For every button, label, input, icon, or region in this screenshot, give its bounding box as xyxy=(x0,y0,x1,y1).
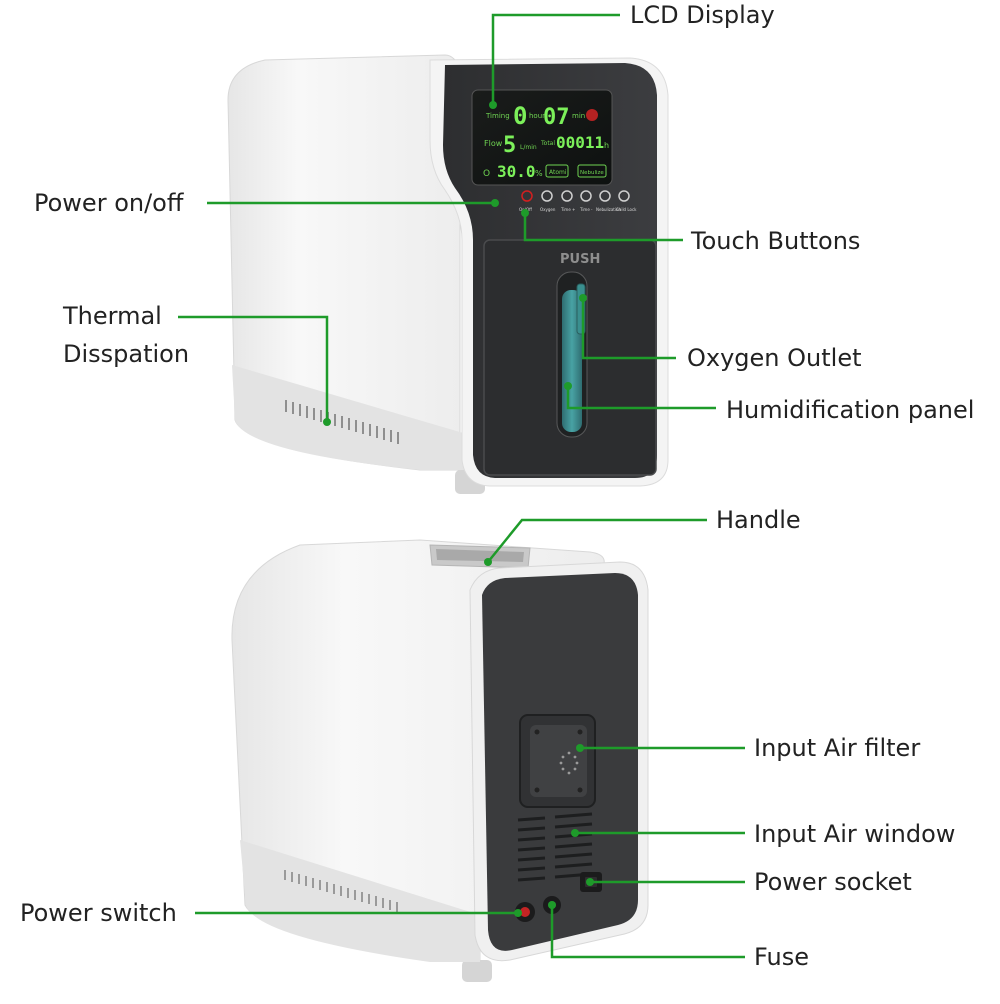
filter-perforation-icon xyxy=(559,751,579,775)
leader-oxygen-outlet xyxy=(581,298,676,360)
lcd-flow-value: 5 xyxy=(503,133,516,158)
label-oxygen-outlet: Oxygen Outlet xyxy=(687,344,862,372)
lcd-flow-label: Flow xyxy=(484,139,503,148)
clock-minus-icon xyxy=(580,190,592,202)
anchor-dot xyxy=(576,744,584,752)
lcd-mode-b: Nebulize xyxy=(580,170,604,176)
input-air-window xyxy=(517,812,593,882)
lcd-min-label: min xyxy=(572,112,585,120)
anchor-dot xyxy=(579,294,587,302)
touch-button-label: Oxygen xyxy=(540,207,556,212)
label-lcd-display: LCD Display xyxy=(630,1,775,29)
touch-button-time-minus[interactable]: Time - xyxy=(579,190,593,212)
lcd-hour-label: hour xyxy=(529,112,545,120)
leader-thermal-dissipation xyxy=(178,315,329,422)
lcd-mode-b-box xyxy=(577,164,607,178)
anchor-dot xyxy=(548,901,556,909)
anchor-dot xyxy=(514,909,522,917)
lcd-mode-a-box xyxy=(545,164,569,178)
touch-button-label: Time - xyxy=(579,207,593,212)
leader-touch-buttons xyxy=(523,213,683,242)
touch-button-oxygen[interactable]: Oxygen xyxy=(540,190,556,212)
rear-vents xyxy=(284,870,398,912)
rear-view-unit xyxy=(231,539,649,982)
lcd-flow-unit: L/min xyxy=(520,144,537,151)
lcd-total-value: 00011 xyxy=(556,133,604,152)
label-thermal-line-1: Thermal xyxy=(63,302,162,330)
label-input-air-window: Input Air window xyxy=(754,820,956,848)
filter-screw-icon xyxy=(577,787,583,793)
lcd-timing-label: Timing xyxy=(485,112,510,120)
filter-screw-icon xyxy=(534,729,540,735)
nebulizer-icon xyxy=(599,190,611,202)
anchor-dot xyxy=(521,209,529,217)
leader-handle xyxy=(487,518,707,563)
lcd-purity-value: 30.0 xyxy=(497,162,536,181)
front-view-unit: Timing 0 hour 07 min Flow 5 L/min Total … xyxy=(227,54,669,494)
lcd-alarm-indicator xyxy=(586,109,598,121)
touch-button-label: Child Lock xyxy=(616,207,637,212)
label-power-socket: Power socket xyxy=(754,868,912,896)
push-label: PUSH xyxy=(560,252,600,267)
filter-screw-icon xyxy=(534,787,540,793)
anchor-dot xyxy=(586,878,594,886)
callout-anchor-dots xyxy=(323,101,594,917)
clock-plus-icon xyxy=(561,190,573,202)
power-switch-indicator xyxy=(520,907,530,917)
front-unit-base-band xyxy=(232,365,470,470)
leader-fuse xyxy=(550,905,745,959)
lcd-timing-hours: 0 xyxy=(513,102,527,130)
anchor-dot xyxy=(489,101,497,109)
label-fuse: Fuse xyxy=(754,943,809,971)
touch-button-nebulization[interactable]: Nebulization xyxy=(596,190,621,212)
anchor-dot xyxy=(484,558,492,566)
lcd-timing-minutes: 07 xyxy=(543,105,570,130)
label-power-switch: Power switch xyxy=(20,899,177,927)
callout-leader-lines xyxy=(178,13,745,959)
rear-foot-right xyxy=(462,960,492,982)
touch-button-label: Nebulization xyxy=(596,207,621,212)
leader-lcd-display xyxy=(491,13,620,105)
label-power-on-off: Power on/off xyxy=(34,189,184,217)
lcd-total-unit: h xyxy=(604,141,609,150)
touch-button-child-lock[interactable]: Child Lock xyxy=(616,190,637,212)
label-touch-buttons: Touch Buttons xyxy=(691,227,861,255)
label-thermal-line-2: Disspation xyxy=(63,340,190,368)
oxygen-icon xyxy=(541,190,553,202)
touch-button-label: Time + xyxy=(560,207,575,212)
anchor-dot xyxy=(571,829,579,837)
touch-button-time-plus[interactable]: Time + xyxy=(560,190,575,212)
rear-unit-base-band xyxy=(240,840,480,962)
anchor-dot xyxy=(491,199,499,207)
label-handle: Handle xyxy=(716,506,801,534)
label-humidification-panel: Humidification panel xyxy=(726,396,975,424)
power-icon xyxy=(521,190,533,202)
anchor-dot xyxy=(323,418,331,426)
filter-screw-icon xyxy=(577,729,583,735)
filter-cover xyxy=(530,725,587,797)
anchor-dot xyxy=(564,382,572,390)
lcd-o2-label: O xyxy=(483,169,490,179)
lcd-purity-unit: % xyxy=(535,169,543,178)
lcd-total-label: Total xyxy=(540,140,555,147)
handle-recess-shadow xyxy=(436,549,524,562)
lcd-screen xyxy=(471,89,613,186)
lock-icon xyxy=(618,190,630,202)
lcd-mode-a: Atomi xyxy=(549,169,567,176)
label-input-air-filter: Input Air filter xyxy=(754,734,921,762)
leader-humidification-panel xyxy=(566,386,716,410)
